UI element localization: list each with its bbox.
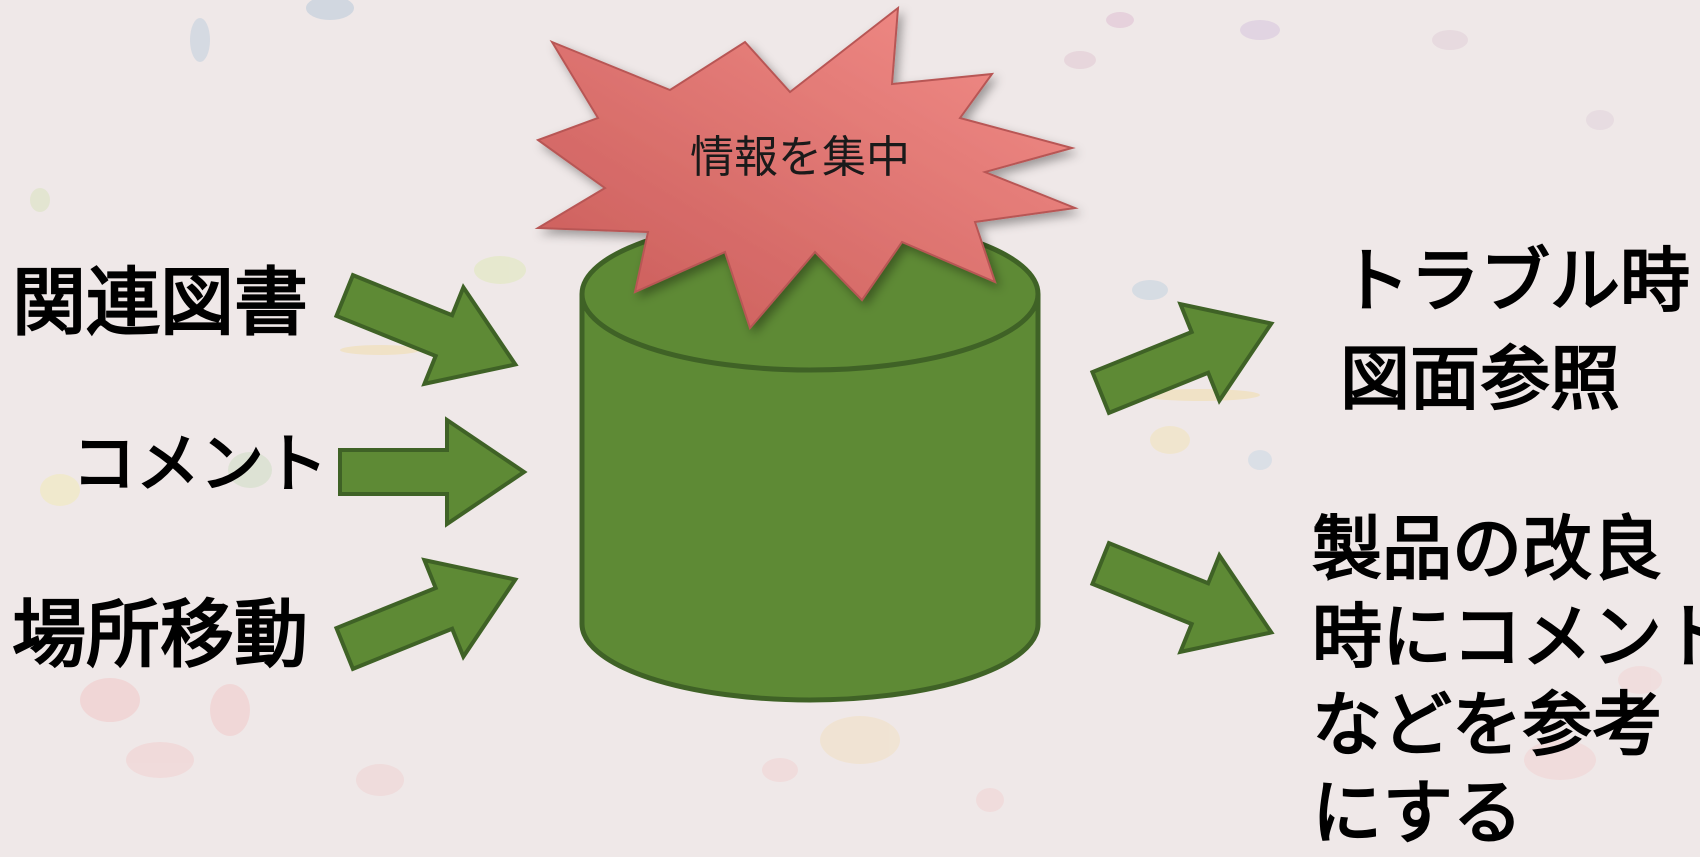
input-arrow-3 [333,557,519,672]
input-label-related-docs: 関連図書 [12,260,308,346]
output-2-line-1: 製品の改良 [1312,508,1662,590]
output-1-line-2: 図面参照 [1340,338,1620,420]
output-2-line-3: などを参考 [1312,684,1662,766]
input-label-comment: コメント [72,428,328,502]
output-2-line-4: にする [1312,772,1523,854]
input-arrow-1 [333,272,519,387]
explosion-burst [534,5,1079,331]
burst-label: 情報を集中 [690,132,910,183]
input-label-location-move: 場所移動 [12,592,308,678]
output-arrow-2 [1089,540,1275,655]
output-label-improvement: 製品の改良 時にコメント などを参考 にする [1312,505,1700,857]
database-cylinder [579,215,1041,703]
output-label-trouble: トラブル時 図面参照 [1340,232,1690,428]
input-arrow-2 [338,416,528,528]
output-arrow-1 [1089,301,1275,416]
output-1-line-1: トラブル時 [1340,240,1690,322]
output-2-line-2: 時にコメント [1312,596,1700,678]
